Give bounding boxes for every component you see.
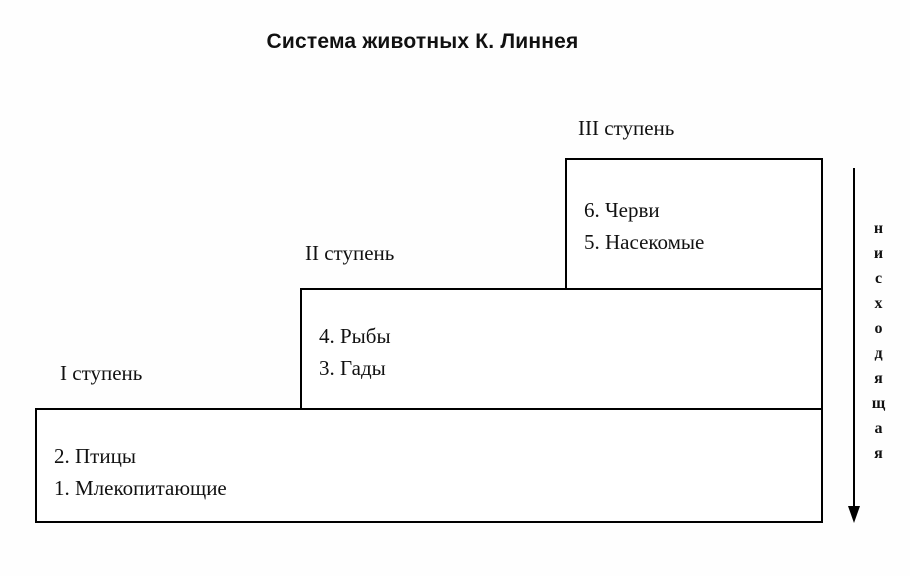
- step-label-1: I ступень: [60, 361, 143, 385]
- descending-direction-label: нисходящая: [870, 220, 887, 470]
- step-box-2: 4. Рыбы 3. Гады: [300, 288, 823, 410]
- step-item: 2. Птицы: [54, 444, 136, 468]
- step-label-3: III ступень: [578, 116, 675, 140]
- descending-arrow-icon: [843, 168, 865, 524]
- step-item: 4. Рыбы: [319, 324, 391, 348]
- step-items-1: 2. Птицы 1. Млекопитающие: [37, 410, 821, 504]
- step-items-3: 6. Черви 5. Насекомые: [567, 160, 821, 258]
- step-label-2: II ступень: [305, 241, 395, 265]
- step-item: 5. Насекомые: [584, 230, 705, 254]
- step-item: 1. Млекопитающие: [54, 476, 227, 500]
- step-box-3: 6. Черви 5. Насекомые: [565, 158, 823, 290]
- step-item: 3. Гады: [319, 356, 386, 380]
- diagram-title: Система животных К. Линнея: [266, 30, 579, 53]
- step-item: 6. Черви: [584, 198, 660, 222]
- step-items-2: 4. Рыбы 3. Гады: [302, 290, 821, 384]
- step-box-1: 2. Птицы 1. Млекопитающие: [35, 408, 823, 523]
